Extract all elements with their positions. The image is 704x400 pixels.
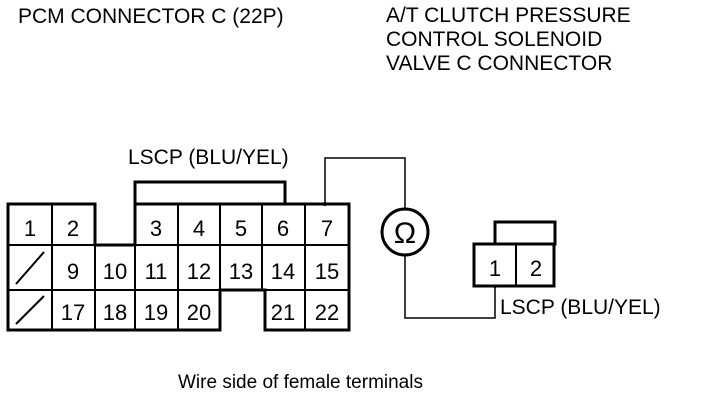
- pcm-pin-10: 10: [103, 259, 127, 284]
- wire-label-solenoid-side: LSCP (BLU/YEL): [500, 296, 661, 319]
- pcm-pin-3: 3: [150, 216, 162, 241]
- pcm-pin-2: 2: [67, 216, 79, 241]
- pcm-pin-4: 4: [193, 216, 205, 241]
- pcm-pin-15: 15: [315, 259, 339, 284]
- empty-cavity-16: [15, 295, 45, 325]
- pcm-pin-5: 5: [235, 216, 247, 241]
- pcm-pin-9: 9: [67, 259, 79, 284]
- pcm-pin-11: 11: [145, 259, 168, 284]
- solenoid-pin-2: 2: [530, 256, 542, 281]
- solenoid-connector-body: [472, 242, 556, 288]
- pcm-connector-lock-tab: [133, 180, 287, 204]
- pcm-pin-22: 22: [315, 300, 339, 325]
- solenoid-pin-1: 1: [489, 256, 501, 281]
- solenoid-title-line-3: VALVE C CONNECTOR: [386, 52, 613, 75]
- pcm-connector-title: PCM CONNECTOR C (22P): [18, 5, 284, 28]
- solenoid-title-line-2: CONTROL SOLENOID: [386, 28, 603, 51]
- pcm-pin-19: 19: [144, 300, 168, 325]
- pcm-pin-12: 12: [187, 259, 211, 284]
- pcm-pin-13: 13: [229, 259, 253, 284]
- pcm-pin-20: 20: [187, 300, 211, 325]
- empty-cavity-8: [15, 251, 45, 285]
- pcm-connector: [6, 180, 351, 332]
- pcm-pin-14: 14: [271, 259, 295, 284]
- pcm-pin-6: 6: [277, 216, 289, 241]
- ohmmeter-icon: Ω: [380, 207, 430, 257]
- wire-meter-to-solenoid: [404, 255, 496, 319]
- ohm-symbol: Ω: [394, 217, 416, 250]
- diagram-caption: Wire side of female terminals: [178, 372, 423, 393]
- pcm-pin-labels: 1 2 3 4 5 6 7 9 10 11 12 13 14 15 17 18 …: [24, 216, 339, 325]
- wire-pcm-to-meter: [324, 157, 406, 208]
- pcm-pin-21: 21: [271, 300, 295, 325]
- solenoid-connector: [472, 220, 557, 288]
- pcm-pin-17: 17: [61, 300, 85, 325]
- wire-label-pcm-side: LSCP (BLU/YEL): [128, 146, 289, 169]
- pcm-pin-7: 7: [321, 216, 333, 241]
- pcm-pin-18: 18: [103, 300, 127, 325]
- solenoid-title-line-1: A/T CLUTCH PRESSURE: [386, 4, 631, 27]
- solenoid-connector-title: A/T CLUTCH PRESSURE CONTROL SOLENOID VAL…: [386, 4, 631, 76]
- solenoid-connector-lock-tab: [493, 220, 557, 246]
- pcm-pin-1: 1: [24, 216, 36, 241]
